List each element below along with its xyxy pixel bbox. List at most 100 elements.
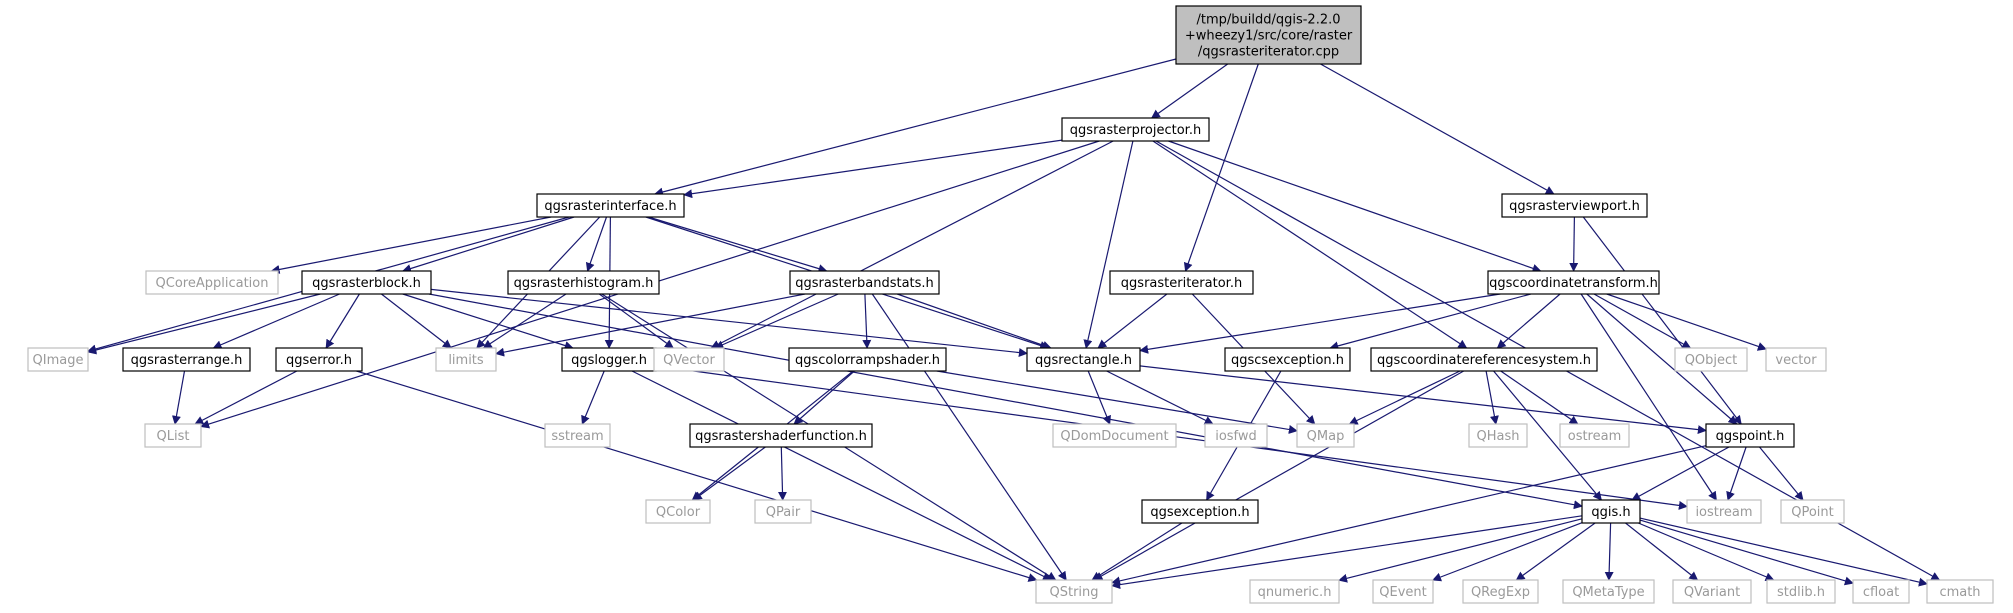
- node-QString[interactable]: QString: [1035, 579, 1113, 604]
- node-QImage[interactable]: QImage: [27, 347, 89, 372]
- node-sstream[interactable]: sstream: [544, 423, 611, 448]
- node-label: qgspoint.h: [1716, 429, 1785, 444]
- node-box: [122, 347, 251, 372]
- node-box: [1026, 347, 1141, 372]
- node-label: QDomDocument: [1060, 429, 1168, 444]
- node-QPair[interactable]: QPair: [754, 499, 812, 524]
- node-QHash[interactable]: QHash: [1468, 423, 1528, 448]
- edge-root-to-qgsrasterinterface: [654, 58, 1177, 197]
- node-QObject[interactable]: QObject: [1674, 347, 1748, 372]
- edge-qgscoordinatetransform-to-vector: [1606, 293, 1767, 351]
- edge-qgsrasterbandstats-to-QString: [871, 293, 1067, 581]
- node-qgsrectangle[interactable]: qgsrectangle.h: [1026, 347, 1141, 372]
- node-qgsrasterviewport[interactable]: qgsrasterviewport.h: [1501, 193, 1648, 218]
- node-cmath[interactable]: cmath: [1926, 579, 1994, 604]
- node-QList[interactable]: QList: [144, 423, 202, 448]
- node-box: [1109, 270, 1254, 295]
- node-label: QImage: [33, 353, 84, 368]
- node-QMetaType[interactable]: QMetaType: [1562, 579, 1655, 604]
- node-label: qgsrasterprojector.h: [1070, 123, 1201, 138]
- node-qgis[interactable]: qgis.h: [1581, 499, 1641, 524]
- node-ostream[interactable]: ostream: [1559, 423, 1630, 448]
- node-qgsrastershaderfunction[interactable]: qgsrastershaderfunction.h: [689, 423, 873, 448]
- node-iostream[interactable]: iostream: [1686, 499, 1762, 524]
- node-label: QCoreApplication: [156, 276, 269, 291]
- edge-qgsrasterviewport-to-qgscoordinatetransform: [1569, 216, 1579, 272]
- node-root[interactable]: /tmp/buildd/qgis-2.2.0+wheezy1/src/core/…: [1175, 5, 1362, 65]
- node-label: cmath: [1939, 585, 1980, 600]
- node-cfloat[interactable]: cfloat: [1852, 579, 1910, 604]
- node-qgsrasteriterator[interactable]: qgsrasteriterator.h: [1109, 270, 1254, 295]
- node-stdlib[interactable]: stdlib.h: [1766, 579, 1836, 604]
- node-label: /tmp/buildd/qgis-2.2.0: [1196, 13, 1340, 28]
- edge-qgis-to-QRegExp: [1515, 522, 1596, 581]
- node-label: QVector: [663, 353, 715, 368]
- node-vector[interactable]: vector: [1765, 347, 1827, 372]
- node-limits[interactable]: limits: [435, 347, 497, 372]
- node-qgsexception[interactable]: qgsexception.h: [1141, 499, 1259, 524]
- node-QRegExp[interactable]: QRegExp: [1462, 579, 1539, 604]
- node-qgscoordinatereferencesystem[interactable]: qgscoordinatereferencesystem.h: [1370, 347, 1598, 372]
- node-qgsrasterprojector[interactable]: qgsrasterprojector.h: [1061, 117, 1210, 142]
- node-label: qgscoordinatetransform.h: [1489, 276, 1658, 291]
- node-QPoint[interactable]: QPoint: [1780, 499, 1845, 524]
- edge-qgsrasterprojector-to-qgscoordinatetransform: [1168, 140, 1542, 273]
- node-qgspoint[interactable]: qgspoint.h: [1705, 423, 1795, 448]
- node-box: [1370, 347, 1598, 372]
- node-qnumeric[interactable]: qnumeric.h: [1249, 579, 1340, 604]
- edge-qgis-to-stdlib: [1638, 522, 1775, 582]
- edge-qgis-to-cmath: [1639, 517, 1928, 587]
- node-qgsrasterblock[interactable]: qgsrasterblock.h: [301, 270, 432, 295]
- edge-qgsrasterprojector-to-qgsrectangle: [1083, 140, 1134, 349]
- edge-qgsrasterhistogram-to-limits: [482, 293, 567, 349]
- edge-qgscoordinatetransform-to-qgscoordinatereferencesystem: [1496, 293, 1561, 349]
- edge-root-to-qgsrasterviewport: [1320, 63, 1555, 195]
- node-qgsrasterrange[interactable]: qgsrasterrange.h: [122, 347, 251, 372]
- node-QMap[interactable]: QMap: [1296, 423, 1355, 448]
- node-box: [1296, 423, 1355, 448]
- node-qgsrasterhistogram[interactable]: qgsrasterhistogram.h: [507, 270, 660, 295]
- edge-qgsrasterprojector-to-qgscoordinatereferencesystem: [1152, 140, 1468, 349]
- node-box: [27, 347, 89, 372]
- edge-root-to-qgsrasteriterator: [1183, 63, 1259, 272]
- node-qgscolorrampshader[interactable]: qgscolorrampshader.h: [788, 347, 947, 372]
- node-label: qgserror.h: [286, 353, 352, 368]
- node-box: [1501, 193, 1648, 218]
- node-QVariant[interactable]: QVariant: [1672, 579, 1752, 604]
- edge-qgscoordinatereferencesystem-to-ostream: [1500, 370, 1579, 425]
- node-box: [1780, 499, 1845, 524]
- node-box: [653, 347, 725, 372]
- node-box: [536, 193, 685, 218]
- node-label: QString: [1049, 585, 1098, 600]
- node-label: QMap: [1307, 429, 1345, 444]
- node-label: iostream: [1695, 505, 1752, 520]
- node-QVector[interactable]: QVector: [653, 347, 725, 372]
- edge-qgsrasterviewport-to-qgspoint: [1582, 216, 1742, 425]
- node-label: QPoint: [1791, 505, 1834, 520]
- node-qgscoordinatetransform[interactable]: qgscoordinatetransform.h: [1487, 270, 1660, 295]
- node-QColor[interactable]: QColor: [645, 499, 711, 524]
- node-qgsrasterinterface[interactable]: qgsrasterinterface.h: [536, 193, 685, 218]
- node-box: [1926, 579, 1994, 604]
- edge-qgsrasterinterface-to-qgsrasterbandstats: [648, 216, 828, 273]
- node-label: QEvent: [1379, 585, 1426, 600]
- node-box: [301, 270, 432, 295]
- node-qgslogger[interactable]: qgslogger.h: [561, 347, 657, 372]
- node-QEvent[interactable]: QEvent: [1372, 579, 1434, 604]
- node-qgsrasterbandstats[interactable]: qgsrasterbandstats.h: [789, 270, 940, 295]
- edge-qgis-to-cfloat: [1639, 519, 1854, 586]
- node-qgscsexception[interactable]: qgscsexception.h: [1224, 347, 1351, 372]
- node-QDomDocument[interactable]: QDomDocument: [1052, 423, 1177, 448]
- node-label: qgis.h: [1591, 505, 1630, 520]
- node-iosfwd[interactable]: iosfwd: [1204, 423, 1268, 448]
- node-box: [544, 423, 611, 448]
- node-QCoreApplication[interactable]: QCoreApplication: [145, 270, 279, 295]
- node-box: [789, 270, 940, 295]
- edge-qgsrasterprojector-to-qgsrasterinterface: [683, 139, 1063, 199]
- node-qgserror[interactable]: qgserror.h: [275, 347, 363, 372]
- node-label: cfloat: [1863, 585, 1899, 600]
- node-box: [1035, 579, 1113, 604]
- edge-qgsrasterblock-to-qgserror: [325, 293, 360, 349]
- edge-qgspoint-to-QString: [1111, 445, 1707, 586]
